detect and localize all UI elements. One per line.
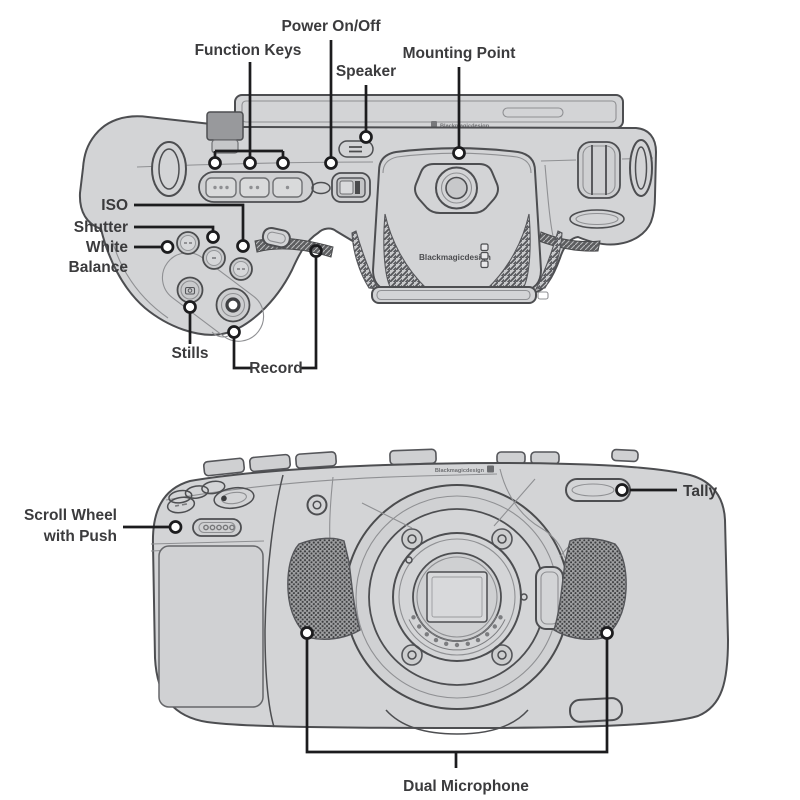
label-shutter: Shutter [74, 219, 128, 236]
lens-edge-strip [371, 286, 549, 304]
top-view-callouts: Function Keys Power On/Off Speaker Mount… [69, 18, 516, 377]
status-leds [480, 243, 489, 269]
settings-buttons [176, 231, 253, 281]
record-callout-line-left [232, 338, 252, 370]
callout-dot-iso [236, 239, 250, 253]
bottom-vent [568, 697, 624, 723]
label-scroll-wheel-line1: Scroll Wheel [24, 507, 117, 524]
button-top-1 [168, 489, 193, 504]
stills-button [176, 276, 204, 304]
lcd-panel [234, 94, 624, 129]
top-edge-buttons [202, 448, 639, 477]
right-slot [569, 209, 625, 229]
front-face-crease [165, 473, 498, 501]
mounting-point [414, 163, 499, 214]
iso-callout-line [134, 203, 245, 240]
callout-dot-mic-left [300, 626, 314, 640]
callout-dot-power [324, 156, 338, 170]
button-top-2 [184, 485, 209, 500]
lens-surround-lip [385, 709, 529, 735]
callout-dot-function-key-1 [208, 156, 222, 170]
front-grip [150, 474, 284, 728]
function-keys-group [198, 171, 331, 203]
dual-microphone-callout-line [305, 639, 609, 768]
front-brand-text: Blackmagicdesign [435, 468, 485, 474]
left-microphone-grille [287, 476, 361, 640]
battery-door [158, 545, 264, 708]
button-top-3 [201, 480, 226, 495]
sensor [426, 571, 488, 623]
callout-dot-scroll-wheel [168, 520, 183, 534]
shutter-callout-line [134, 225, 215, 231]
function-key-dots [213, 185, 290, 190]
lcd-brand-text: Blackmagicdesign [440, 124, 490, 130]
label-function-keys: Function Keys [195, 42, 302, 59]
power-switch [331, 172, 371, 203]
shutter-button [202, 246, 226, 270]
label-stills: Stills [171, 345, 208, 362]
settings-dial [577, 141, 621, 199]
callout-dot-record-bottom [227, 325, 241, 339]
label-scroll-wheel-line2: with Push [43, 528, 117, 545]
label-mounting-point: Mounting Point [403, 45, 516, 62]
right-block [544, 139, 653, 237]
front-view-callouts: Scroll Wheel with Push Tally Dual Microp… [24, 483, 718, 795]
front-screw [306, 494, 328, 516]
function-key-2 [239, 177, 270, 198]
scroll-wheel [192, 518, 242, 537]
label-tally: Tally [683, 483, 718, 500]
status-indicator [311, 181, 331, 195]
function-keys-callout-line [213, 62, 285, 157]
callout-dot-function-key-3 [276, 156, 290, 170]
callout-dot-tally [615, 483, 629, 497]
label-dual-microphone: Dual Microphone [403, 778, 529, 795]
callout-dot-mounting-point [452, 146, 466, 160]
grip-detail [111, 239, 265, 342]
front-view-illustration: Blackmagicdesign [150, 448, 730, 735]
mount-screws [401, 528, 513, 666]
callout-dot-mic-right [600, 626, 614, 640]
right-microphone-grille [553, 537, 627, 640]
diopter-mound [261, 226, 291, 249]
label-white-balance-line2: Balance [69, 259, 129, 276]
top-view-illustration: Blackmagicdesign [78, 94, 658, 342]
iso-button [229, 257, 253, 281]
front-logo-strip: Blackmagicdesign [435, 465, 494, 474]
label-record: Record [249, 360, 302, 377]
mount-alignment-dot [405, 556, 413, 564]
front-record-button [213, 486, 255, 510]
callout-dot-white-balance [160, 240, 175, 254]
mount-contacts [408, 615, 506, 651]
white-balance-button [176, 231, 200, 255]
right-strap-lug [629, 139, 653, 197]
lcd-latch [502, 107, 564, 118]
lcd-logo-strip: Blackmagicdesign [431, 121, 490, 130]
label-white-balance-line1: White [86, 239, 129, 256]
callout-dot-speaker [359, 130, 373, 144]
callout-dot-function-key-2 [243, 156, 257, 170]
callout-dot-record-top [309, 244, 323, 258]
label-iso: ISO [101, 197, 128, 214]
callout-dot-shutter [206, 230, 220, 244]
record-button [215, 287, 251, 323]
speaker-grille [338, 140, 374, 158]
label-speaker: Speaker [336, 63, 396, 80]
label-power: Power On/Off [281, 18, 381, 35]
left-strap-lug [151, 141, 187, 197]
mounting-plate-area: Blackmagicdesign [351, 147, 563, 304]
lcd-hinge [206, 111, 244, 154]
brand-text-top: Blackmagicdesign [419, 253, 491, 262]
iris-button [166, 496, 196, 514]
callout-dot-stills [183, 300, 197, 314]
front-control-cluster [166, 480, 328, 537]
record-callout-line-right [301, 257, 318, 370]
